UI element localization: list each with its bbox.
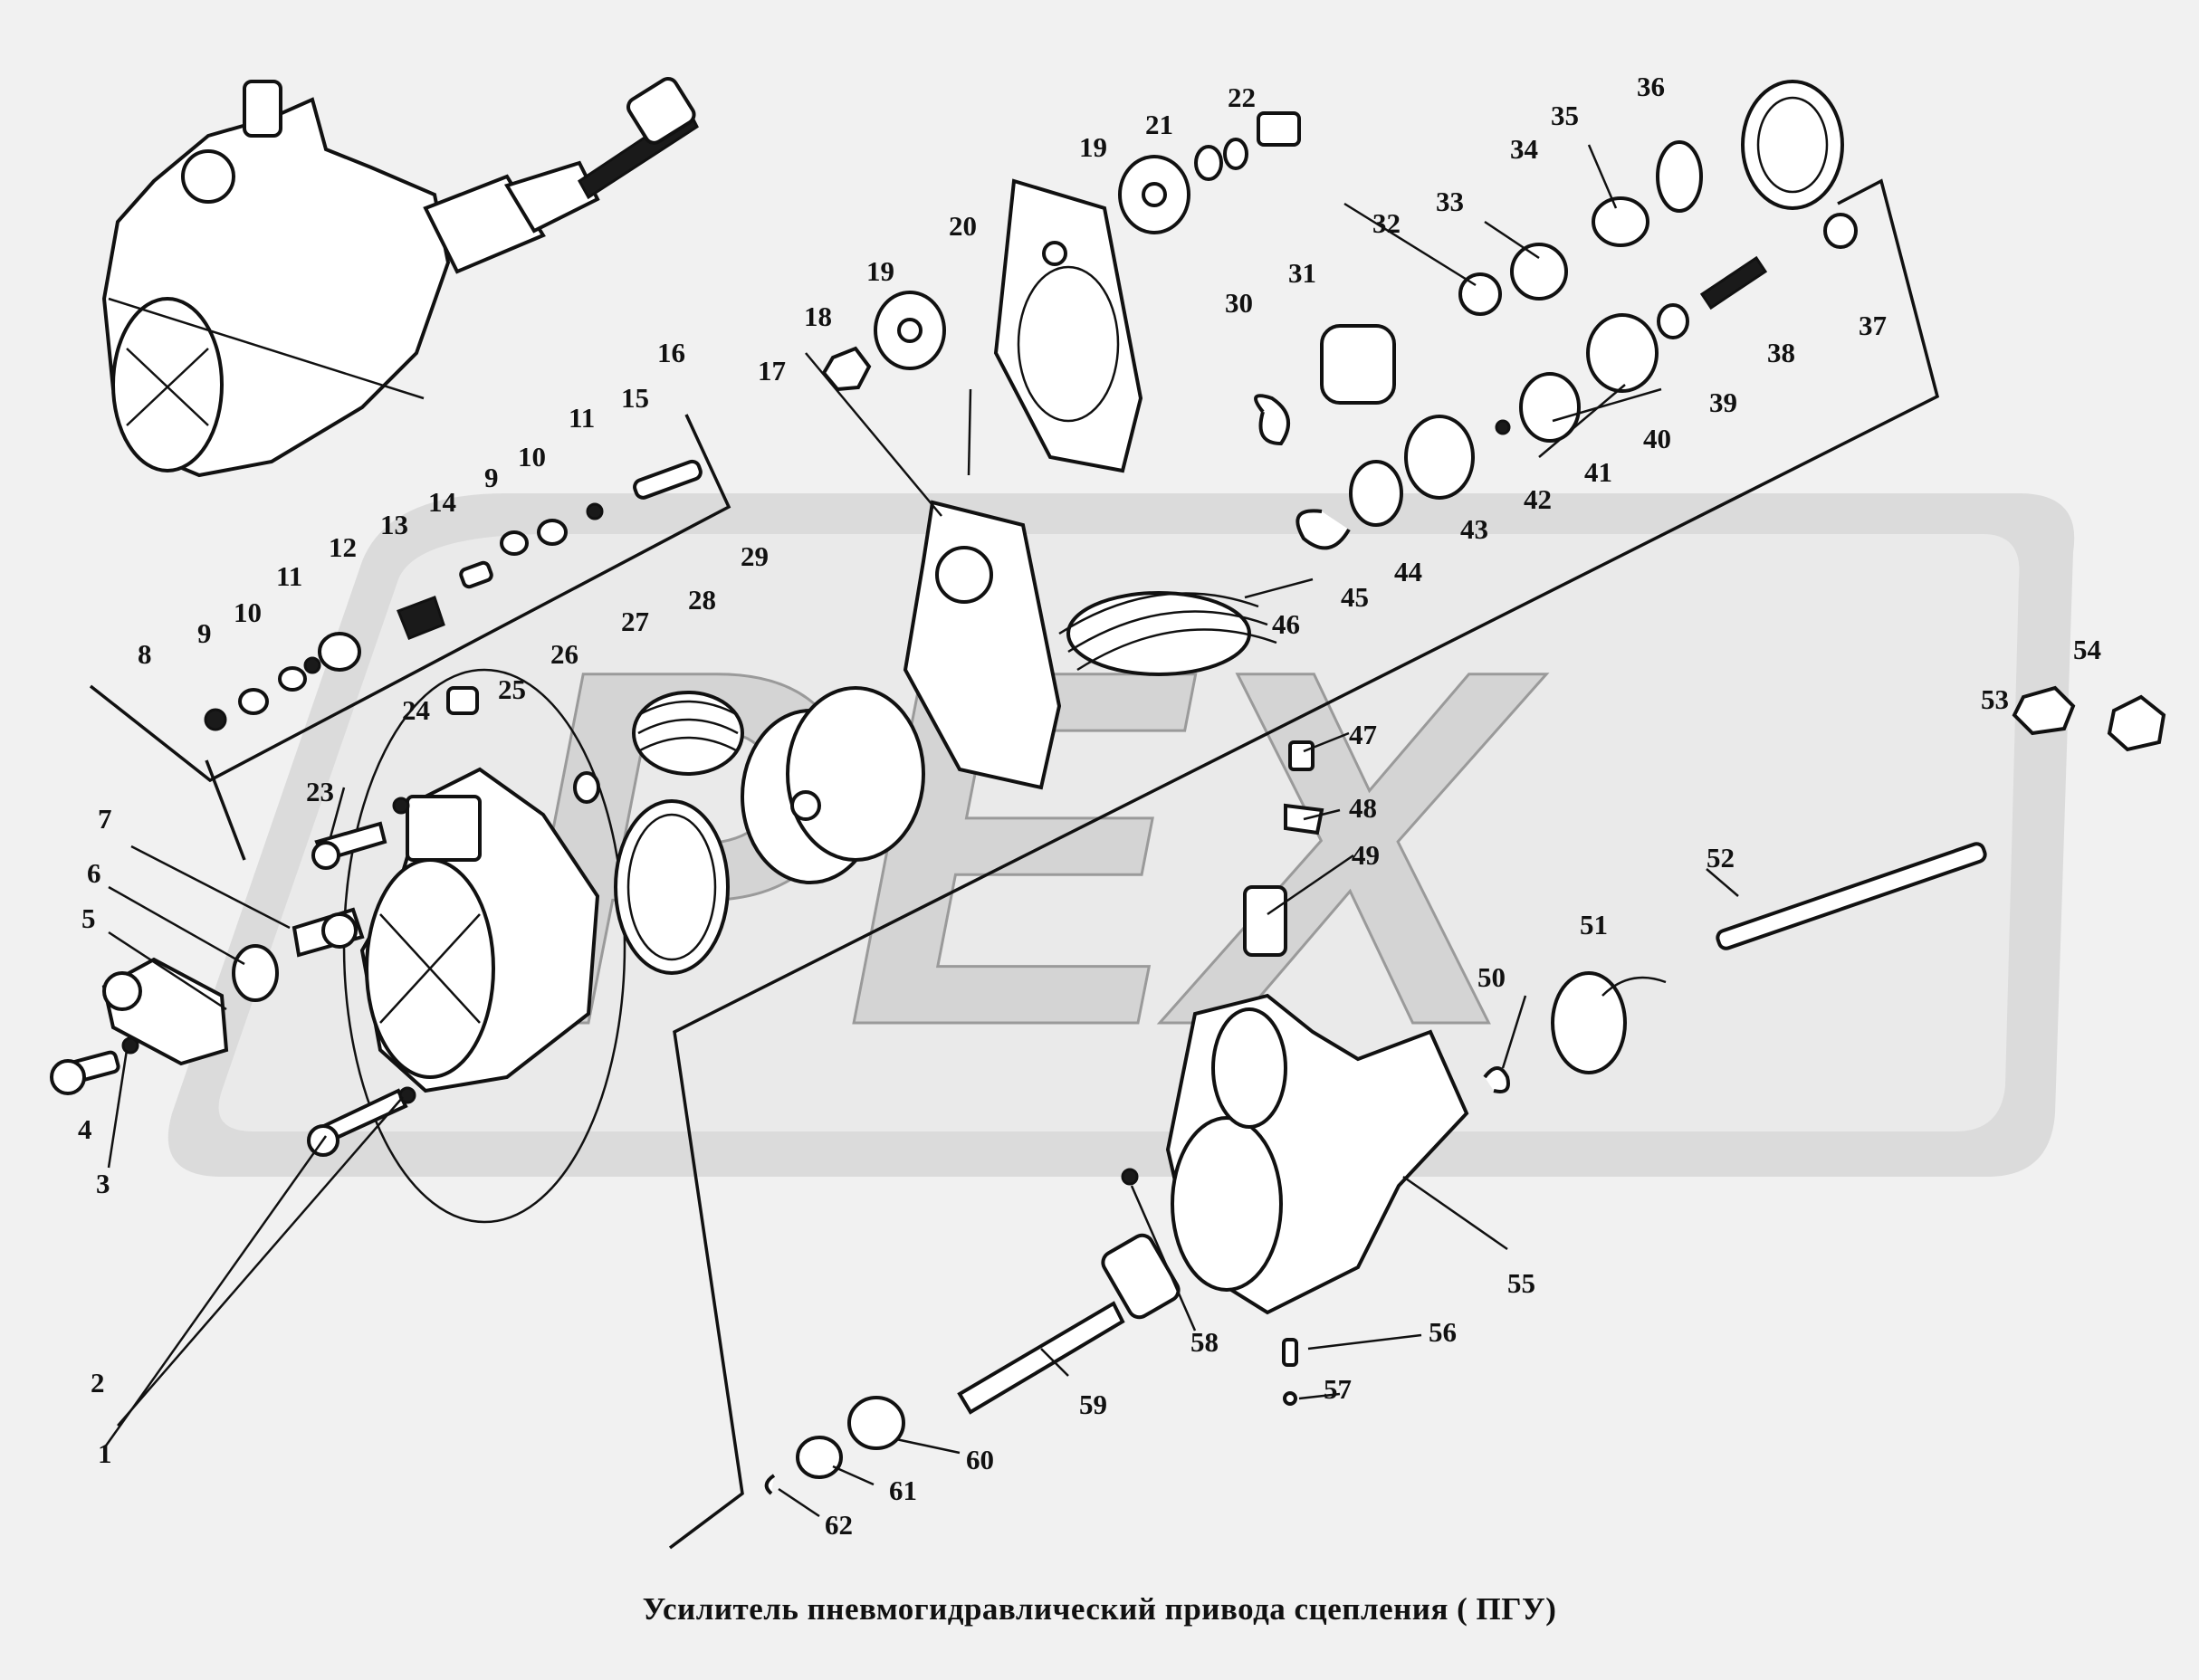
cover-plates	[903, 178, 1143, 790]
callout-22: 22	[1228, 81, 1256, 113]
callout-36: 36	[1637, 71, 1665, 102]
callout-3: 3	[96, 1168, 110, 1199]
callout-19a: 19	[866, 255, 894, 287]
callout-61: 61	[889, 1475, 917, 1506]
callout-40: 40	[1643, 423, 1671, 454]
callout-labels: 1 2 3 4 5 6 7 8 9 10 11 12 13 14 15 16 1…	[78, 71, 2101, 1541]
callout-21: 21	[1145, 109, 1173, 140]
callout-49: 49	[1352, 839, 1380, 871]
callout-2: 2	[91, 1367, 105, 1398]
callout-29: 29	[741, 540, 769, 572]
callout-15: 15	[621, 382, 649, 414]
callout-30: 30	[1225, 287, 1253, 319]
callout-9b: 9	[484, 462, 499, 493]
callout-14: 14	[428, 486, 456, 518]
callout-60: 60	[966, 1444, 994, 1475]
callout-19b: 19	[1079, 131, 1107, 163]
lower-housing-55	[764, 685, 2166, 1495]
callout-45: 45	[1341, 581, 1369, 613]
callout-46: 46	[1272, 608, 1300, 640]
callout-58: 58	[1190, 1326, 1219, 1358]
callout-51: 51	[1580, 909, 1608, 940]
callout-56: 56	[1429, 1316, 1457, 1348]
callout-23: 23	[306, 776, 334, 807]
callout-41: 41	[1584, 456, 1612, 488]
callout-12: 12	[329, 531, 357, 563]
group-frame-lines	[89, 178, 1940, 1550]
callout-44: 44	[1394, 556, 1422, 587]
callout-35: 35	[1551, 100, 1579, 131]
callout-4: 4	[78, 1113, 92, 1145]
leader-lines	[102, 144, 1739, 1518]
callout-42: 42	[1524, 483, 1552, 515]
callout-5: 5	[81, 902, 96, 934]
callout-38: 38	[1767, 337, 1795, 368]
callout-62: 62	[825, 1509, 853, 1541]
assembled-booster-unit	[101, 76, 699, 478]
callout-39: 39	[1709, 387, 1737, 418]
callout-27: 27	[621, 606, 649, 637]
housing-25	[342, 668, 626, 1224]
callout-37: 37	[1859, 310, 1887, 341]
callout-54: 54	[2073, 634, 2101, 665]
callout-17: 17	[758, 355, 786, 387]
callout-34: 34	[1510, 133, 1538, 165]
callout-43: 43	[1460, 513, 1488, 545]
callout-11a: 11	[276, 560, 302, 592]
piston-group	[614, 686, 925, 975]
callout-26: 26	[550, 638, 578, 670]
callout-57: 57	[1324, 1373, 1352, 1405]
callout-9a: 9	[197, 617, 212, 649]
callout-24: 24	[402, 694, 430, 726]
callout-18: 18	[804, 301, 832, 332]
callout-32: 32	[1372, 207, 1401, 239]
callout-52: 52	[1707, 842, 1735, 873]
callout-16: 16	[657, 337, 685, 368]
callout-13: 13	[380, 509, 408, 540]
callout-7: 7	[98, 803, 112, 835]
callout-28: 28	[688, 584, 716, 616]
diagram-caption: Усилитель пневмогидравлический привода с…	[642, 1591, 1557, 1627]
small-parts-upper-right	[821, 80, 1858, 550]
callout-59: 59	[1079, 1389, 1107, 1420]
callout-10b: 10	[518, 441, 546, 472]
callout-47: 47	[1349, 719, 1377, 750]
callout-53: 53	[1981, 683, 2009, 715]
cover-5	[101, 957, 229, 1066]
callout-11b: 11	[569, 402, 595, 434]
callout-31: 31	[1288, 257, 1316, 289]
callout-55: 55	[1507, 1267, 1535, 1299]
callout-8: 8	[138, 638, 152, 670]
small-fasteners-left	[50, 459, 703, 1157]
callout-50: 50	[1477, 961, 1506, 993]
callout-25: 25	[498, 673, 526, 705]
callout-33: 33	[1436, 186, 1464, 217]
callout-6: 6	[87, 857, 101, 889]
callout-48: 48	[1349, 792, 1377, 824]
callout-20: 20	[949, 210, 977, 242]
callout-10a: 10	[234, 597, 262, 628]
spring-46	[1058, 591, 1277, 676]
callout-1: 1	[98, 1437, 112, 1469]
